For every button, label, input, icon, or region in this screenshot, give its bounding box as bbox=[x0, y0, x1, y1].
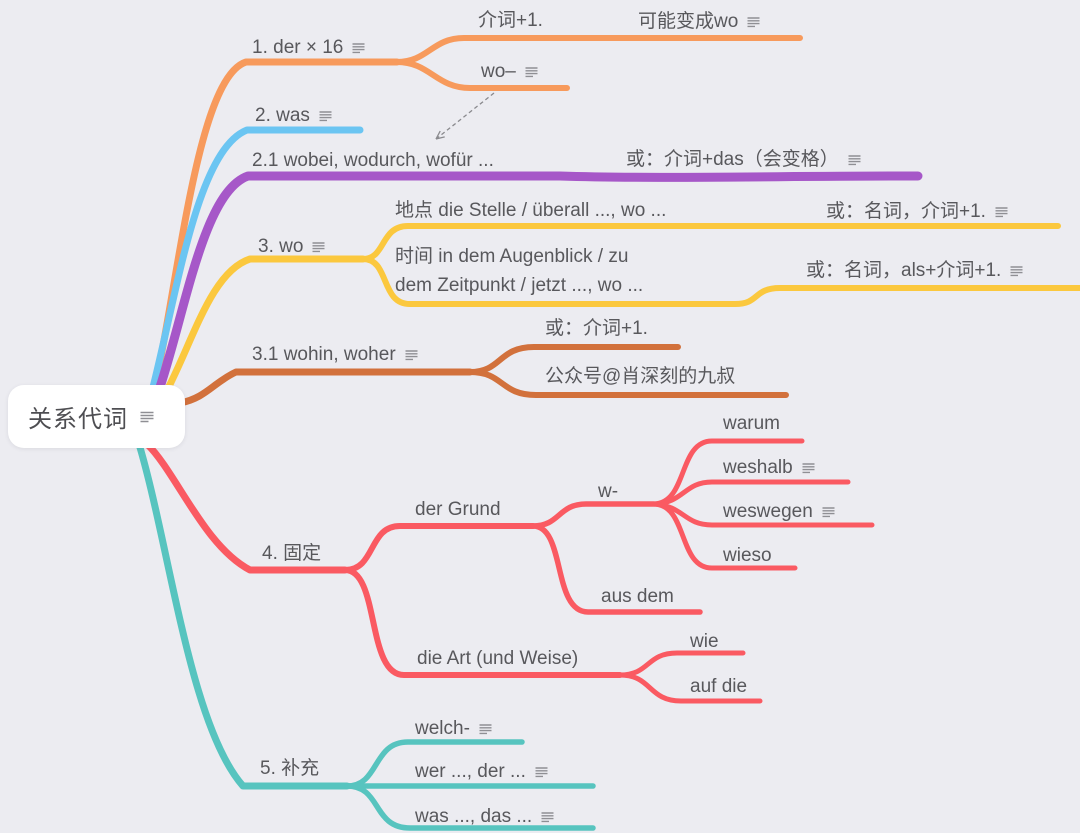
branch-wohin-lines bbox=[176, 344, 789, 407]
note-icon[interactable] bbox=[541, 811, 554, 823]
note-icon[interactable] bbox=[535, 766, 548, 778]
node-wobei-wodurch[interactable]: 2.1 wobei, wodurch, wofür ... bbox=[252, 150, 494, 172]
node-gongzhonghao[interactable]: 公众号@肖深刻的九叔 bbox=[545, 366, 735, 388]
node-jieci-plus1[interactable]: 介词+1. bbox=[478, 10, 543, 32]
root-node[interactable]: 关系代词 bbox=[8, 385, 185, 448]
branch-buchong-lines bbox=[135, 440, 596, 831]
node-label: die Art (und Weise) bbox=[417, 648, 579, 669]
note-icon[interactable] bbox=[848, 154, 861, 166]
node-label: welch- bbox=[415, 718, 470, 739]
node-wohin-woher[interactable]: 3.1 wohin, woher bbox=[252, 344, 418, 366]
branch-wobei-lines bbox=[152, 171, 923, 401]
node-keneng-biancheng-wo[interactable]: 可能变成wo bbox=[638, 11, 760, 33]
node-wieso[interactable]: wieso bbox=[723, 545, 772, 567]
node-label: 或：介词+das（会变格） bbox=[626, 149, 839, 170]
node-label: warum bbox=[723, 413, 781, 434]
note-icon[interactable] bbox=[319, 110, 332, 122]
node-w-prefix[interactable]: w- bbox=[598, 481, 618, 503]
node-label: 2. was bbox=[255, 105, 310, 126]
node-label: 或：名词，als+介词+1. bbox=[806, 260, 1002, 281]
note-icon[interactable] bbox=[747, 16, 760, 28]
node-label: 介词+1. bbox=[478, 10, 543, 31]
node-label: 可能变成wo bbox=[638, 11, 739, 32]
node-label: wieso bbox=[723, 545, 772, 566]
node-der-grund[interactable]: der Grund bbox=[415, 499, 501, 521]
note-icon[interactable] bbox=[525, 66, 538, 78]
node-die-art[interactable]: die Art (und Weise) bbox=[417, 648, 578, 670]
node-label: der Grund bbox=[415, 499, 501, 520]
node-label: 时间 in dem Augenblick / zu dem Zeitpunkt … bbox=[395, 246, 644, 296]
node-was-das[interactable]: was ..., das ... bbox=[415, 806, 554, 828]
node-der-x16[interactable]: 1. der × 16 bbox=[252, 37, 365, 59]
node-label: 3. wo bbox=[258, 236, 304, 257]
node-huo-jieci-das[interactable]: 或：介词+das（会变格） bbox=[626, 149, 861, 171]
node-label: weshalb bbox=[723, 457, 793, 478]
note-icon[interactable] bbox=[802, 462, 815, 474]
node-buchong[interactable]: 5. 补充 bbox=[260, 758, 319, 780]
node-weswegen[interactable]: weswegen bbox=[723, 501, 835, 523]
note-icon[interactable] bbox=[405, 349, 418, 361]
node-label: 公众号@肖深刻的九叔 bbox=[545, 366, 736, 387]
node-was[interactable]: 2. was bbox=[255, 105, 332, 127]
node-wo[interactable]: 3. wo bbox=[258, 236, 325, 258]
node-label: 5. 补充 bbox=[260, 758, 320, 779]
node-label: 或：介词+1. bbox=[545, 318, 648, 339]
node-label: was ..., das ... bbox=[415, 806, 533, 827]
node-aus-dem[interactable]: aus dem bbox=[601, 586, 674, 608]
node-label: wer ..., der ... bbox=[415, 761, 526, 782]
node-label: wie bbox=[690, 631, 719, 652]
node-huo-mingci-als[interactable]: 或：名词，als+介词+1. bbox=[806, 260, 1023, 282]
node-shijian-augenblick[interactable]: 时间 in dem Augenblick / zu dem Zeitpunkt … bbox=[395, 242, 643, 300]
node-label: 3.1 wohin, woher bbox=[252, 344, 396, 365]
node-label: 地点 die Stelle / überall ..., wo ... bbox=[395, 200, 667, 221]
node-warum[interactable]: warum bbox=[723, 413, 780, 435]
node-wer-der[interactable]: wer ..., der ... bbox=[415, 761, 548, 783]
node-wie[interactable]: wie bbox=[690, 631, 719, 653]
note-icon[interactable] bbox=[312, 241, 325, 253]
node-label: w- bbox=[598, 481, 619, 502]
note-icon[interactable] bbox=[140, 411, 154, 423]
note-icon[interactable] bbox=[995, 206, 1008, 218]
node-huo-mingci-jieci[interactable]: 或：名词，介词+1. bbox=[826, 201, 1008, 223]
node-huo-jieci1[interactable]: 或：介词+1. bbox=[545, 318, 648, 340]
root-node-label: 关系代词 bbox=[28, 406, 128, 433]
branch-guding-lines bbox=[143, 438, 875, 704]
note-icon[interactable] bbox=[1010, 265, 1023, 277]
note-icon[interactable] bbox=[352, 42, 365, 54]
node-label: weswegen bbox=[723, 501, 813, 522]
node-label: 或：名词，介词+1. bbox=[826, 201, 986, 222]
branch-wo-lines bbox=[160, 223, 1080, 400]
node-label: wo– bbox=[481, 61, 516, 82]
node-label: 2.1 wobei, wodurch, wofür ... bbox=[252, 150, 494, 171]
node-weshalb[interactable]: weshalb bbox=[723, 457, 815, 479]
branch-was-lines bbox=[147, 126, 364, 399]
node-label: auf die bbox=[690, 676, 748, 697]
note-icon[interactable] bbox=[822, 506, 835, 518]
cross-link-arrow bbox=[435, 92, 495, 140]
node-welch[interactable]: welch- bbox=[415, 718, 492, 740]
node-wo-dash[interactable]: wo– bbox=[481, 61, 538, 83]
node-label: 4. 固定 bbox=[262, 543, 322, 564]
node-guding[interactable]: 4. 固定 bbox=[262, 543, 321, 565]
node-didian-die-stelle[interactable]: 地点 die Stelle / überall ..., wo ... bbox=[395, 200, 666, 222]
note-icon[interactable] bbox=[479, 723, 492, 735]
node-auf-die[interactable]: auf die bbox=[690, 676, 747, 698]
node-label: 1. der × 16 bbox=[252, 37, 344, 58]
node-label: aus dem bbox=[601, 586, 674, 607]
